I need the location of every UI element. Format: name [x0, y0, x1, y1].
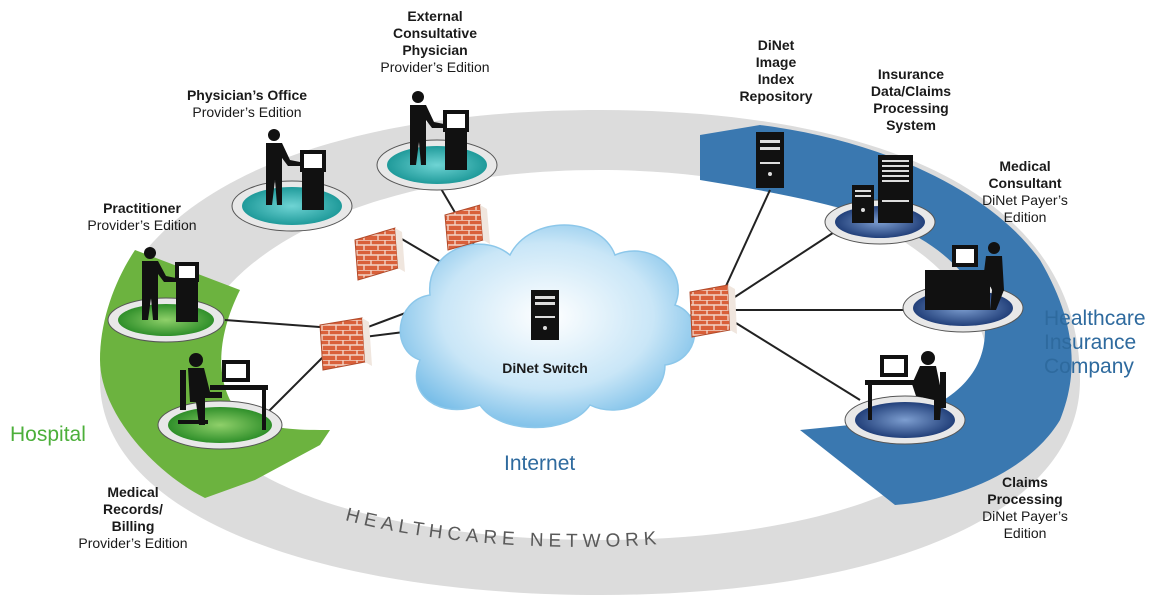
seated-user-claims-icon — [865, 351, 946, 420]
seated-user-consultant-icon — [925, 242, 1004, 310]
label-practitioner-title: Practitioner — [103, 200, 181, 216]
pad-claims — [844, 395, 966, 445]
standing-user-external-icon — [410, 91, 469, 170]
label-consultant-sub-1: DiNet Payer’s — [982, 192, 1068, 208]
label-records: Medical Records/ Billing Provider’s Edit… — [58, 484, 208, 552]
label-consultant: Medical Consultant DiNet Payer’s Edition — [965, 158, 1085, 226]
repository-server-icon — [756, 132, 784, 188]
label-external-sub: Provider’s Edition — [380, 59, 490, 75]
label-repository-title-3: Index — [757, 71, 795, 87]
seated-user-records-icon — [178, 353, 268, 430]
label-repository-title-2: Image — [755, 54, 797, 70]
label-consultant-title-2: Consultant — [988, 175, 1062, 191]
insurance-segment — [700, 125, 1072, 505]
label-claims-system-title-3: Processing — [873, 100, 949, 116]
link-claims-system — [714, 224, 846, 311]
label-office-title: Physician’s Office — [186, 87, 308, 103]
label-external-title-3: Physician — [402, 42, 468, 58]
label-claims-system-title-2: Data/Claims — [870, 83, 952, 99]
firewall-insurance-icon — [689, 284, 737, 338]
dinet-switch-server-icon — [531, 290, 559, 340]
label-claims-system: Insurance Data/Claims Processing System — [836, 66, 986, 134]
region-insurance-line-1: Healthcare — [1044, 307, 1146, 330]
label-claims: Claims Processing DiNet Payer’s Edition — [965, 474, 1085, 542]
label-office-sub: Provider’s Edition — [192, 104, 302, 120]
label-consultant-title-1: Medical — [999, 158, 1051, 174]
label-records-title-3: Billing — [111, 518, 155, 534]
label-external-title-2: Consultative — [392, 25, 477, 41]
label-repository-title-1: DiNet — [757, 37, 795, 53]
pad-external — [376, 139, 498, 191]
label-practitioner: Practitioner Provider’s Edition — [62, 200, 222, 234]
label-claims-sub-2: Edition — [1003, 525, 1047, 541]
label-external: External Consultative Physician Provider… — [360, 8, 510, 76]
region-internet-text: Internet — [504, 452, 576, 475]
label-switch: DiNet Switch — [478, 360, 612, 377]
label-records-title-2: Records/ — [103, 501, 163, 517]
label-repository-title-4: Repository — [739, 88, 813, 104]
label-switch-text: DiNet Switch — [502, 360, 588, 376]
region-internet-label: Internet — [504, 452, 575, 476]
label-claims-title-1: Claims — [1002, 474, 1048, 490]
firewall-office-icon — [354, 227, 405, 281]
region-hospital-label: Hospital — [10, 423, 86, 447]
label-records-title-1: Medical — [107, 484, 159, 500]
label-external-title-1: External — [407, 8, 463, 24]
firewall-hospital-icon — [319, 317, 372, 371]
label-claims-system-title-4: System — [886, 117, 936, 133]
label-claims-system-title-1: Insurance — [877, 66, 945, 82]
firewall-external-icon — [444, 204, 490, 251]
claims-system-server-icon — [852, 155, 913, 223]
standing-user-practitioner-icon — [142, 247, 199, 322]
region-insurance-label: Healthcare Insurance Company — [1044, 307, 1146, 379]
region-insurance-line-2: Insurance — [1044, 331, 1137, 354]
region-insurance-line-3: Company — [1044, 355, 1134, 378]
label-records-sub: Provider’s Edition — [78, 535, 188, 551]
pad-records — [157, 400, 283, 450]
standing-user-office-icon — [266, 129, 326, 210]
label-consultant-sub-2: Edition — [1003, 209, 1047, 225]
region-hospital-text: Hospital — [10, 423, 86, 446]
pad-office — [231, 180, 353, 232]
label-repository: DiNet Image Index Repository — [726, 37, 826, 105]
pad-practitioner — [107, 297, 225, 343]
label-practitioner-sub: Provider’s Edition — [87, 217, 197, 233]
label-claims-sub-1: DiNet Payer’s — [982, 508, 1068, 524]
label-office: Physician’s Office Provider’s Edition — [162, 87, 332, 121]
link-claims — [714, 309, 861, 401]
label-claims-title-2: Processing — [987, 491, 1063, 507]
